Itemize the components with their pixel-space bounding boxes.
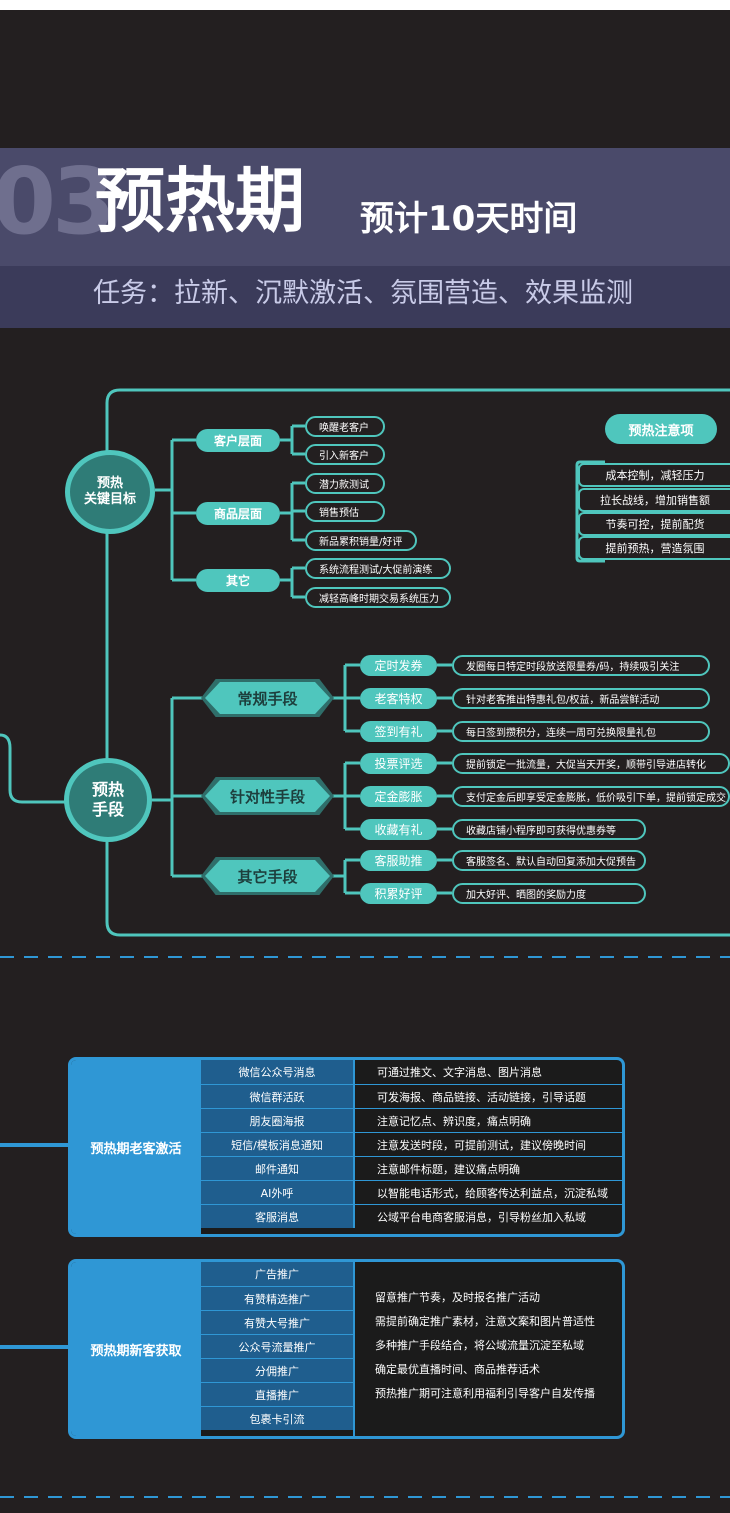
goals-center-line2: 关键目标 bbox=[83, 492, 136, 507]
channel-cell: AI外呼 bbox=[201, 1180, 353, 1204]
channel-cell: 广告推广 bbox=[201, 1262, 353, 1286]
channel-cell: 有赞大号推广 bbox=[201, 1310, 353, 1334]
goals-center-line1: 预热 bbox=[96, 475, 123, 491]
note-cell: 注意邮件标题，建议痛点明确 bbox=[353, 1156, 622, 1180]
goal-category: 其它 bbox=[196, 569, 280, 592]
note-line: 多种推广手段结合，将公域流量沉淀至私域 bbox=[375, 1339, 584, 1352]
goal-item: 新品累积销量/好评 bbox=[305, 530, 417, 551]
top-border bbox=[0, 0, 730, 10]
goal-item: 潜力款测试 bbox=[305, 473, 385, 494]
means-desc: 针对老客推出特惠礼包/权益，新品尝鲜活动 bbox=[452, 688, 710, 709]
goal-category: 客户层面 bbox=[196, 429, 280, 452]
means-desc: 发圈每日特定时段放送限量券/码，持续吸引关注 bbox=[452, 655, 710, 676]
note-cell: 注意记忆点、辨识度，痛点明确 bbox=[353, 1108, 622, 1132]
channel-cell: 微信群活跃 bbox=[201, 1084, 353, 1108]
header-band bbox=[0, 148, 730, 266]
means-item: 老客特权 bbox=[360, 688, 437, 709]
means-center-node: 预热手段 bbox=[64, 758, 152, 842]
note-line: 留意推广节奏，及时报名推广活动 bbox=[375, 1291, 540, 1304]
note-item: 节奏可控，提前配货 bbox=[578, 512, 730, 536]
new-customer-table: 预热期新客获取 广告推广 有赞精选推广 有赞大号推广 公众号流量推广 分佣推广 … bbox=[68, 1259, 625, 1439]
new-customer-notes: 留意推广节奏，及时报名推广活动 需提前确定推广素材，注意文案和图片普适性 多种推… bbox=[353, 1286, 622, 1406]
page-subtitle: 预计10天时间 bbox=[360, 199, 578, 239]
note-item: 提前预热，营造氛围 bbox=[578, 536, 730, 560]
section-number: 03 bbox=[0, 148, 116, 255]
goal-item: 系统流程测试/大促前演练 bbox=[305, 558, 451, 579]
goals-center-node: 预热关键目标 bbox=[65, 450, 155, 534]
means-center-line1: 预热 bbox=[91, 780, 124, 799]
channel-cell: 分佣推广 bbox=[201, 1358, 353, 1382]
table-separator bbox=[353, 1262, 355, 1436]
channel-cell: 公众号流量推广 bbox=[201, 1334, 353, 1358]
means-group: 常规手段 bbox=[205, 682, 330, 714]
channel-cell: 客服消息 bbox=[201, 1204, 353, 1228]
means-desc: 加大好评、晒图的奖励力度 bbox=[452, 883, 646, 904]
note-cell: 可发海报、商品链接、活动链接，引导话题 bbox=[353, 1084, 622, 1108]
notes-title: 预热注意项 bbox=[605, 414, 717, 444]
channel-cell: 微信公众号消息 bbox=[201, 1060, 353, 1084]
channel-cell: 包裹卡引流 bbox=[201, 1406, 353, 1430]
channel-cell: 邮件通知 bbox=[201, 1156, 353, 1180]
note-cell: 可通过推文、文字消息、图片消息 bbox=[353, 1060, 622, 1084]
page-title: 预热期 bbox=[95, 160, 305, 242]
goal-item: 引入新客户 bbox=[305, 444, 385, 465]
note-cell: 注意发送时段，可提前测试，建议傍晚时间 bbox=[353, 1132, 622, 1156]
note-line: 确定最优直播时间、商品推荐话术 bbox=[375, 1363, 540, 1376]
note-line: 预热推广期可注意利用福利引导客户自发传播 bbox=[375, 1387, 595, 1400]
means-item: 收藏有礼 bbox=[360, 819, 437, 840]
means-item: 客服助推 bbox=[360, 850, 437, 871]
task-band bbox=[0, 266, 730, 328]
goal-category: 商品层面 bbox=[196, 502, 280, 525]
means-desc: 提前锁定一批流量，大促当天开奖，顺带引导进店转化 bbox=[452, 753, 730, 774]
note-cell: 公域平台电商客服消息，引导粉丝加入私域 bbox=[353, 1204, 622, 1228]
channel-cell: 直播推广 bbox=[201, 1382, 353, 1406]
means-desc: 收藏店铺小程序即可获得优惠券等 bbox=[452, 819, 646, 840]
means-desc: 支付定金后即享受定金膨胀，低价吸引下单，提前锁定成交 bbox=[452, 786, 730, 807]
goal-item: 唤醒老客户 bbox=[305, 416, 385, 437]
note-cell: 以智能电话形式，给顾客传达利益点，沉淀私域 bbox=[353, 1180, 622, 1204]
means-group: 针对性手段 bbox=[205, 780, 330, 812]
goal-item: 销售预估 bbox=[305, 501, 385, 522]
means-item: 定金膨胀 bbox=[360, 786, 437, 807]
means-group: 其它手段 bbox=[205, 860, 330, 892]
means-item: 积累好评 bbox=[360, 883, 437, 904]
goal-item: 减轻高峰时期交易系统压力 bbox=[305, 587, 451, 608]
note-line: 需提前确定推广素材，注意文案和图片普适性 bbox=[375, 1315, 595, 1328]
new-customer-table-label: 预热期新客获取 bbox=[71, 1262, 201, 1436]
channel-cell: 朋友圈海报 bbox=[201, 1108, 353, 1132]
means-item: 签到有礼 bbox=[360, 721, 437, 742]
channel-cell: 短信/模板消息通知 bbox=[201, 1132, 353, 1156]
channel-cell: 有赞精选推广 bbox=[201, 1286, 353, 1310]
means-item: 投票评选 bbox=[360, 753, 437, 774]
means-item: 定时发券 bbox=[360, 655, 437, 676]
means-desc: 客服签名、默认自动回复添加大促预告 bbox=[452, 850, 646, 871]
note-item: 拉长战线，增加销售额 bbox=[578, 488, 730, 512]
old-customer-table: 预热期老客激活 微信公众号消息 微信群活跃 朋友圈海报 短信/模板消息通知 邮件… bbox=[68, 1057, 625, 1237]
note-item: 成本控制，减轻压力 bbox=[578, 463, 730, 487]
means-desc: 每日签到攒积分，连续一周可兑换限量礼包 bbox=[452, 721, 710, 742]
means-center-line2: 手段 bbox=[91, 800, 124, 819]
task-line: 任务：拉新、沉默激活、氛围营造、效果监测 bbox=[93, 278, 633, 309]
old-customer-table-label: 预热期老客激活 bbox=[71, 1060, 201, 1234]
